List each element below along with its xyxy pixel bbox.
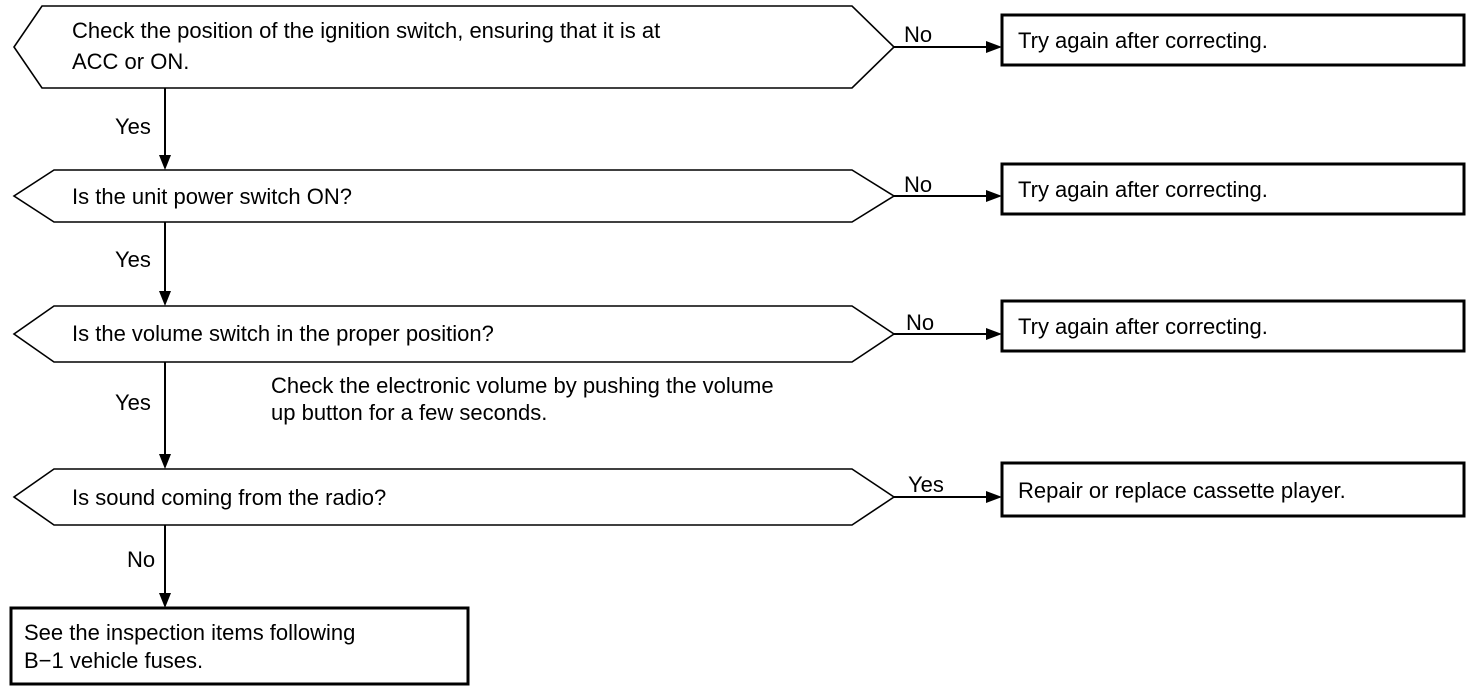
- decision-radio-sound-text: Is sound coming from the radio?: [72, 485, 386, 510]
- arrowhead-d4-final: [159, 593, 171, 608]
- decision-ignition-switch-line-2: ACC or ON.: [72, 49, 189, 74]
- decision-volume-switch-text: Is the volume switch in the proper posit…: [72, 321, 494, 346]
- outcome-box-2-text: Try again after correcting.: [1018, 177, 1268, 202]
- decision-power-switch-text: Is the unit power switch ON?: [72, 184, 352, 209]
- arrowhead-d1-outcome: [986, 41, 1002, 53]
- arrowhead-d2-d3: [159, 291, 171, 306]
- label-d1-down: Yes: [115, 114, 151, 139]
- label-d4-right: Yes: [908, 472, 944, 497]
- final-inspection-box: [9, 606, 470, 686]
- outcome-box-1-text: Try again after correcting.: [1018, 28, 1268, 53]
- label-d2-right: No: [904, 172, 932, 197]
- outcome-box-4-text: Repair or replace cassette player.: [1018, 478, 1346, 503]
- arrowhead-d1-d2: [159, 155, 171, 170]
- label-d3-down: Yes: [115, 390, 151, 415]
- label-d4-down: No: [127, 547, 155, 572]
- outcome-box-3-text: Try again after correcting.: [1018, 314, 1268, 339]
- label-d3-right: No: [906, 310, 934, 335]
- arrowhead-d3-d4: [159, 454, 171, 469]
- label-d1-right: No: [904, 22, 932, 47]
- decision-power-switch: [12, 169, 896, 223]
- arrowhead-d3-outcome: [986, 328, 1002, 340]
- arrowhead-d4-outcome: [986, 491, 1002, 503]
- outcome-box-1: [1000, 13, 1466, 67]
- outcome-box-2: [1000, 162, 1466, 216]
- decision-radio-sound: [12, 468, 896, 526]
- note-line-1: Check the electronic volume by pushing t…: [271, 373, 774, 398]
- outcome-box-4: [1000, 461, 1466, 518]
- outcome-box-3: [1000, 299, 1466, 353]
- label-d2-down: Yes: [115, 247, 151, 272]
- final-inspection-line-2: B−1 vehicle fuses.: [24, 648, 203, 673]
- final-inspection-line-1: See the inspection items following: [24, 620, 355, 645]
- decision-volume-switch: [12, 305, 896, 363]
- note-line-2: up button for a few seconds.: [271, 400, 547, 425]
- decision-ignition-switch-line-1: Check the position of the ignition switc…: [72, 18, 660, 43]
- arrowhead-d2-outcome: [986, 190, 1002, 202]
- decision-ignition-switch: [13, 5, 896, 89]
